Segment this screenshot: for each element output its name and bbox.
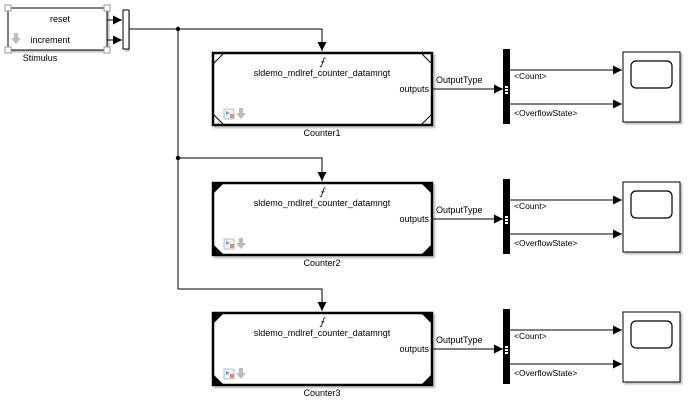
signal-label-count: <Count> bbox=[514, 331, 547, 341]
corner-marker bbox=[213, 53, 224, 64]
corner-marker bbox=[421, 114, 432, 125]
model-block-name: Counter2 bbox=[303, 258, 340, 268]
selection-handle[interactable] bbox=[103, 4, 111, 12]
scope-block[interactable] bbox=[622, 311, 681, 383]
bus-port-marker bbox=[505, 216, 508, 218]
model-name: sldemo_mdlref_counter_datamngt bbox=[254, 328, 391, 338]
signal-label-overflow-state: <OverflowState> bbox=[514, 368, 577, 378]
corner-marker bbox=[214, 314, 223, 323]
output-port-label: outputs bbox=[399, 84, 429, 94]
model-block-body[interactable] bbox=[211, 311, 434, 387]
trigger-port-icon: ⨍ bbox=[319, 187, 326, 198]
corner-marker bbox=[421, 53, 432, 64]
corner-marker bbox=[422, 375, 431, 384]
bus-port-marker bbox=[505, 86, 508, 88]
scope-screen-icon bbox=[630, 60, 673, 89]
counter-row-1: ⨍sldemo_mdlref_counter_datamngtoutputsCo… bbox=[211, 49, 681, 138]
bus-selector-block[interactable] bbox=[503, 49, 510, 124]
bus-port-marker bbox=[505, 352, 508, 354]
output-port-label: outputs bbox=[399, 214, 429, 224]
signal-label-output-type: OutputType bbox=[436, 335, 483, 345]
selection-handle[interactable] bbox=[103, 46, 111, 54]
signal-line-trigger-1[interactable] bbox=[129, 28, 327, 51]
signal-label-count: <Count> bbox=[514, 201, 547, 211]
corner-marker bbox=[422, 314, 431, 323]
selection-handle[interactable] bbox=[4, 46, 12, 54]
signal-label-overflow-state: <OverflowState> bbox=[514, 108, 577, 118]
bus-port-marker bbox=[505, 219, 508, 221]
trigger-port-icon: ⨍ bbox=[319, 57, 326, 68]
model-block-body[interactable] bbox=[211, 181, 434, 257]
bus-port-marker bbox=[505, 349, 508, 351]
model-block-name: Counter3 bbox=[303, 388, 340, 398]
bus-port-marker bbox=[505, 346, 508, 348]
down-arrow-icon bbox=[236, 108, 246, 119]
signal-line-trigger-2[interactable] bbox=[178, 157, 327, 181]
scope-block[interactable] bbox=[622, 51, 681, 123]
model-name: sldemo_mdlref_counter_datamngt bbox=[254, 68, 391, 78]
model-reference-icon bbox=[223, 368, 235, 380]
counter-row-3: ⨍sldemo_mdlref_counter_datamngtoutputsCo… bbox=[211, 309, 681, 398]
model-reference-icon bbox=[223, 108, 235, 120]
selection-handle[interactable] bbox=[4, 4, 12, 12]
branch-point bbox=[175, 26, 181, 32]
bus-port-marker bbox=[505, 92, 508, 94]
corner-marker bbox=[422, 184, 431, 193]
down-arrow-icon bbox=[11, 33, 21, 44]
corner-marker bbox=[213, 114, 224, 125]
port-label-increment: increment bbox=[30, 35, 70, 45]
stimulus-block-name: Stimulus bbox=[23, 53, 58, 63]
bus-port-marker bbox=[505, 222, 508, 224]
trigger-port-icon: ⨍ bbox=[319, 317, 326, 328]
scope-block[interactable] bbox=[622, 181, 681, 253]
corner-marker bbox=[214, 245, 223, 254]
bus-selector-block[interactable] bbox=[503, 179, 510, 254]
signal-line-trigger-3[interactable] bbox=[178, 288, 327, 311]
output-port-label: outputs bbox=[399, 344, 429, 354]
corner-marker bbox=[214, 184, 223, 193]
signal-label-output-type: OutputType bbox=[436, 75, 483, 85]
port-label-reset: reset bbox=[50, 14, 71, 24]
signal-label-output-type: OutputType bbox=[436, 205, 483, 215]
counter-row-2: ⨍sldemo_mdlref_counter_datamngtoutputsCo… bbox=[211, 179, 681, 268]
model-name: sldemo_mdlref_counter_datamngt bbox=[254, 198, 391, 208]
corner-marker bbox=[422, 245, 431, 254]
trigger-signal-lines[interactable] bbox=[129, 26, 327, 311]
signal-label-overflow-state: <OverflowState> bbox=[514, 238, 577, 248]
model-reference-icon bbox=[223, 238, 235, 250]
mux-block[interactable] bbox=[122, 9, 130, 50]
signal-label-count: <Count> bbox=[514, 71, 547, 81]
scope-screen-icon bbox=[630, 190, 673, 219]
down-arrow-icon bbox=[236, 368, 246, 379]
corner-marker bbox=[214, 375, 223, 384]
stimulus-block[interactable]: reset increment Stimulus bbox=[4, 4, 111, 63]
bus-port-marker bbox=[505, 89, 508, 91]
down-arrow-icon bbox=[236, 238, 246, 249]
model-block-name: Counter1 bbox=[303, 128, 340, 138]
stimulus-block-body[interactable] bbox=[7, 7, 108, 51]
scope-screen-icon bbox=[630, 320, 673, 349]
bus-selector-block[interactable] bbox=[503, 309, 510, 384]
